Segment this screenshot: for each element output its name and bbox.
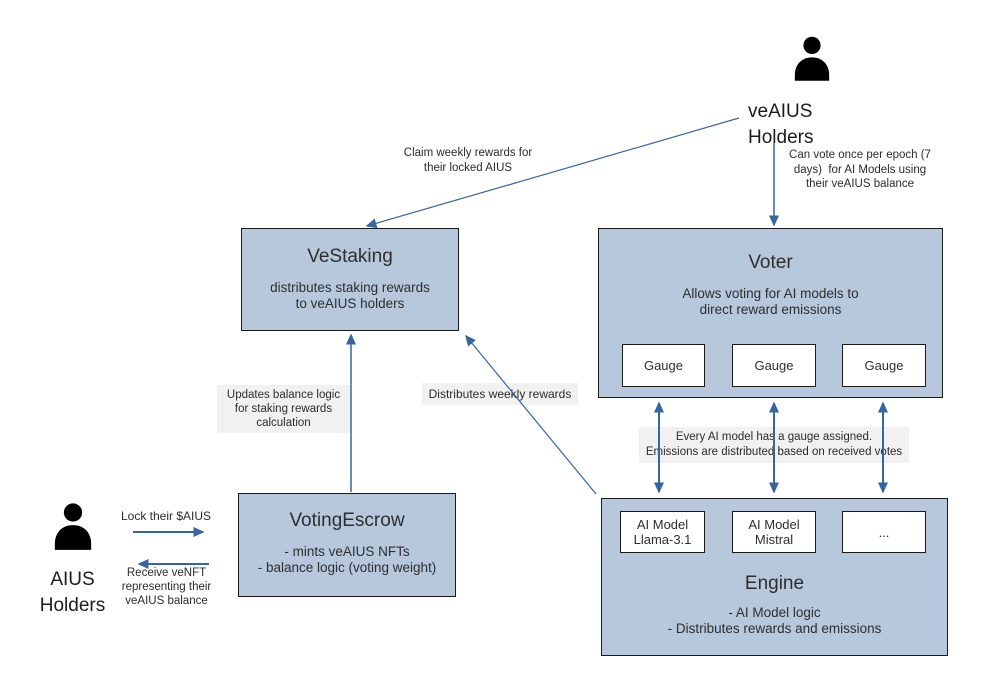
voter-body: Allows voting for AI models to direct re… bbox=[682, 286, 859, 317]
voter-node: Voter Allows voting for AI models to dir… bbox=[598, 228, 943, 398]
engine-node: AI Model Llama-3.1 AI Model Mistral ... … bbox=[601, 498, 948, 656]
engine-body: - AI Model logic - Distributes rewards a… bbox=[667, 605, 882, 636]
aius-holders-actor: AIUS Holders bbox=[30, 502, 115, 619]
person-icon bbox=[30, 502, 115, 561]
receive-venft-label: Receive veNFT representing their veAIUS … bbox=[121, 567, 212, 607]
ai-model-box: AI Model Mistral bbox=[732, 511, 816, 553]
votingescrow-node: VotingEscrow - mints veAIUS NFTs - balan… bbox=[238, 493, 456, 597]
lock-aius-label: Lock their $AIUS bbox=[120, 509, 212, 523]
vestaking-body: distributes staking rewards to veAIUS ho… bbox=[270, 280, 430, 311]
ai-model-box: ... bbox=[842, 511, 926, 553]
veaius-holders-actor: veAIUS Holders bbox=[748, 36, 868, 151]
distributes-rewards-label: Distributes weekly rewards bbox=[422, 383, 578, 405]
gauge-box: Gauge bbox=[842, 344, 926, 387]
vestaking-node: VeStaking distributes staking rewards to… bbox=[241, 228, 459, 331]
engine-title: Engine bbox=[744, 573, 805, 594]
voter-title: Voter bbox=[748, 252, 793, 273]
claim-rewards-label: Claim weekly rewards for their locked AI… bbox=[403, 147, 533, 174]
votingescrow-title: VotingEscrow bbox=[289, 510, 405, 531]
gauge-box: Gauge bbox=[732, 344, 816, 387]
votingescrow-body: - mints veAIUS NFTs - balance logic (vot… bbox=[257, 544, 437, 575]
can-vote-label: Can vote once per epoch (7 days) for AI … bbox=[789, 149, 931, 190]
gauge-box: Gauge bbox=[622, 344, 705, 387]
updates-balance-label: Updates balance logic for staking reward… bbox=[217, 385, 350, 433]
vestaking-title: VeStaking bbox=[307, 246, 393, 267]
person-icon bbox=[756, 36, 868, 91]
edge-engine-to-vestaking bbox=[465, 334, 597, 495]
aius-holders-label: AIUS Holders bbox=[39, 569, 106, 616]
veaius-holders-label: veAIUS Holders bbox=[748, 101, 814, 148]
ai-model-box: AI Model Llama-3.1 bbox=[620, 511, 705, 553]
gauge-note-label: Every AI model has a gauge assigned. Emi… bbox=[639, 427, 909, 463]
